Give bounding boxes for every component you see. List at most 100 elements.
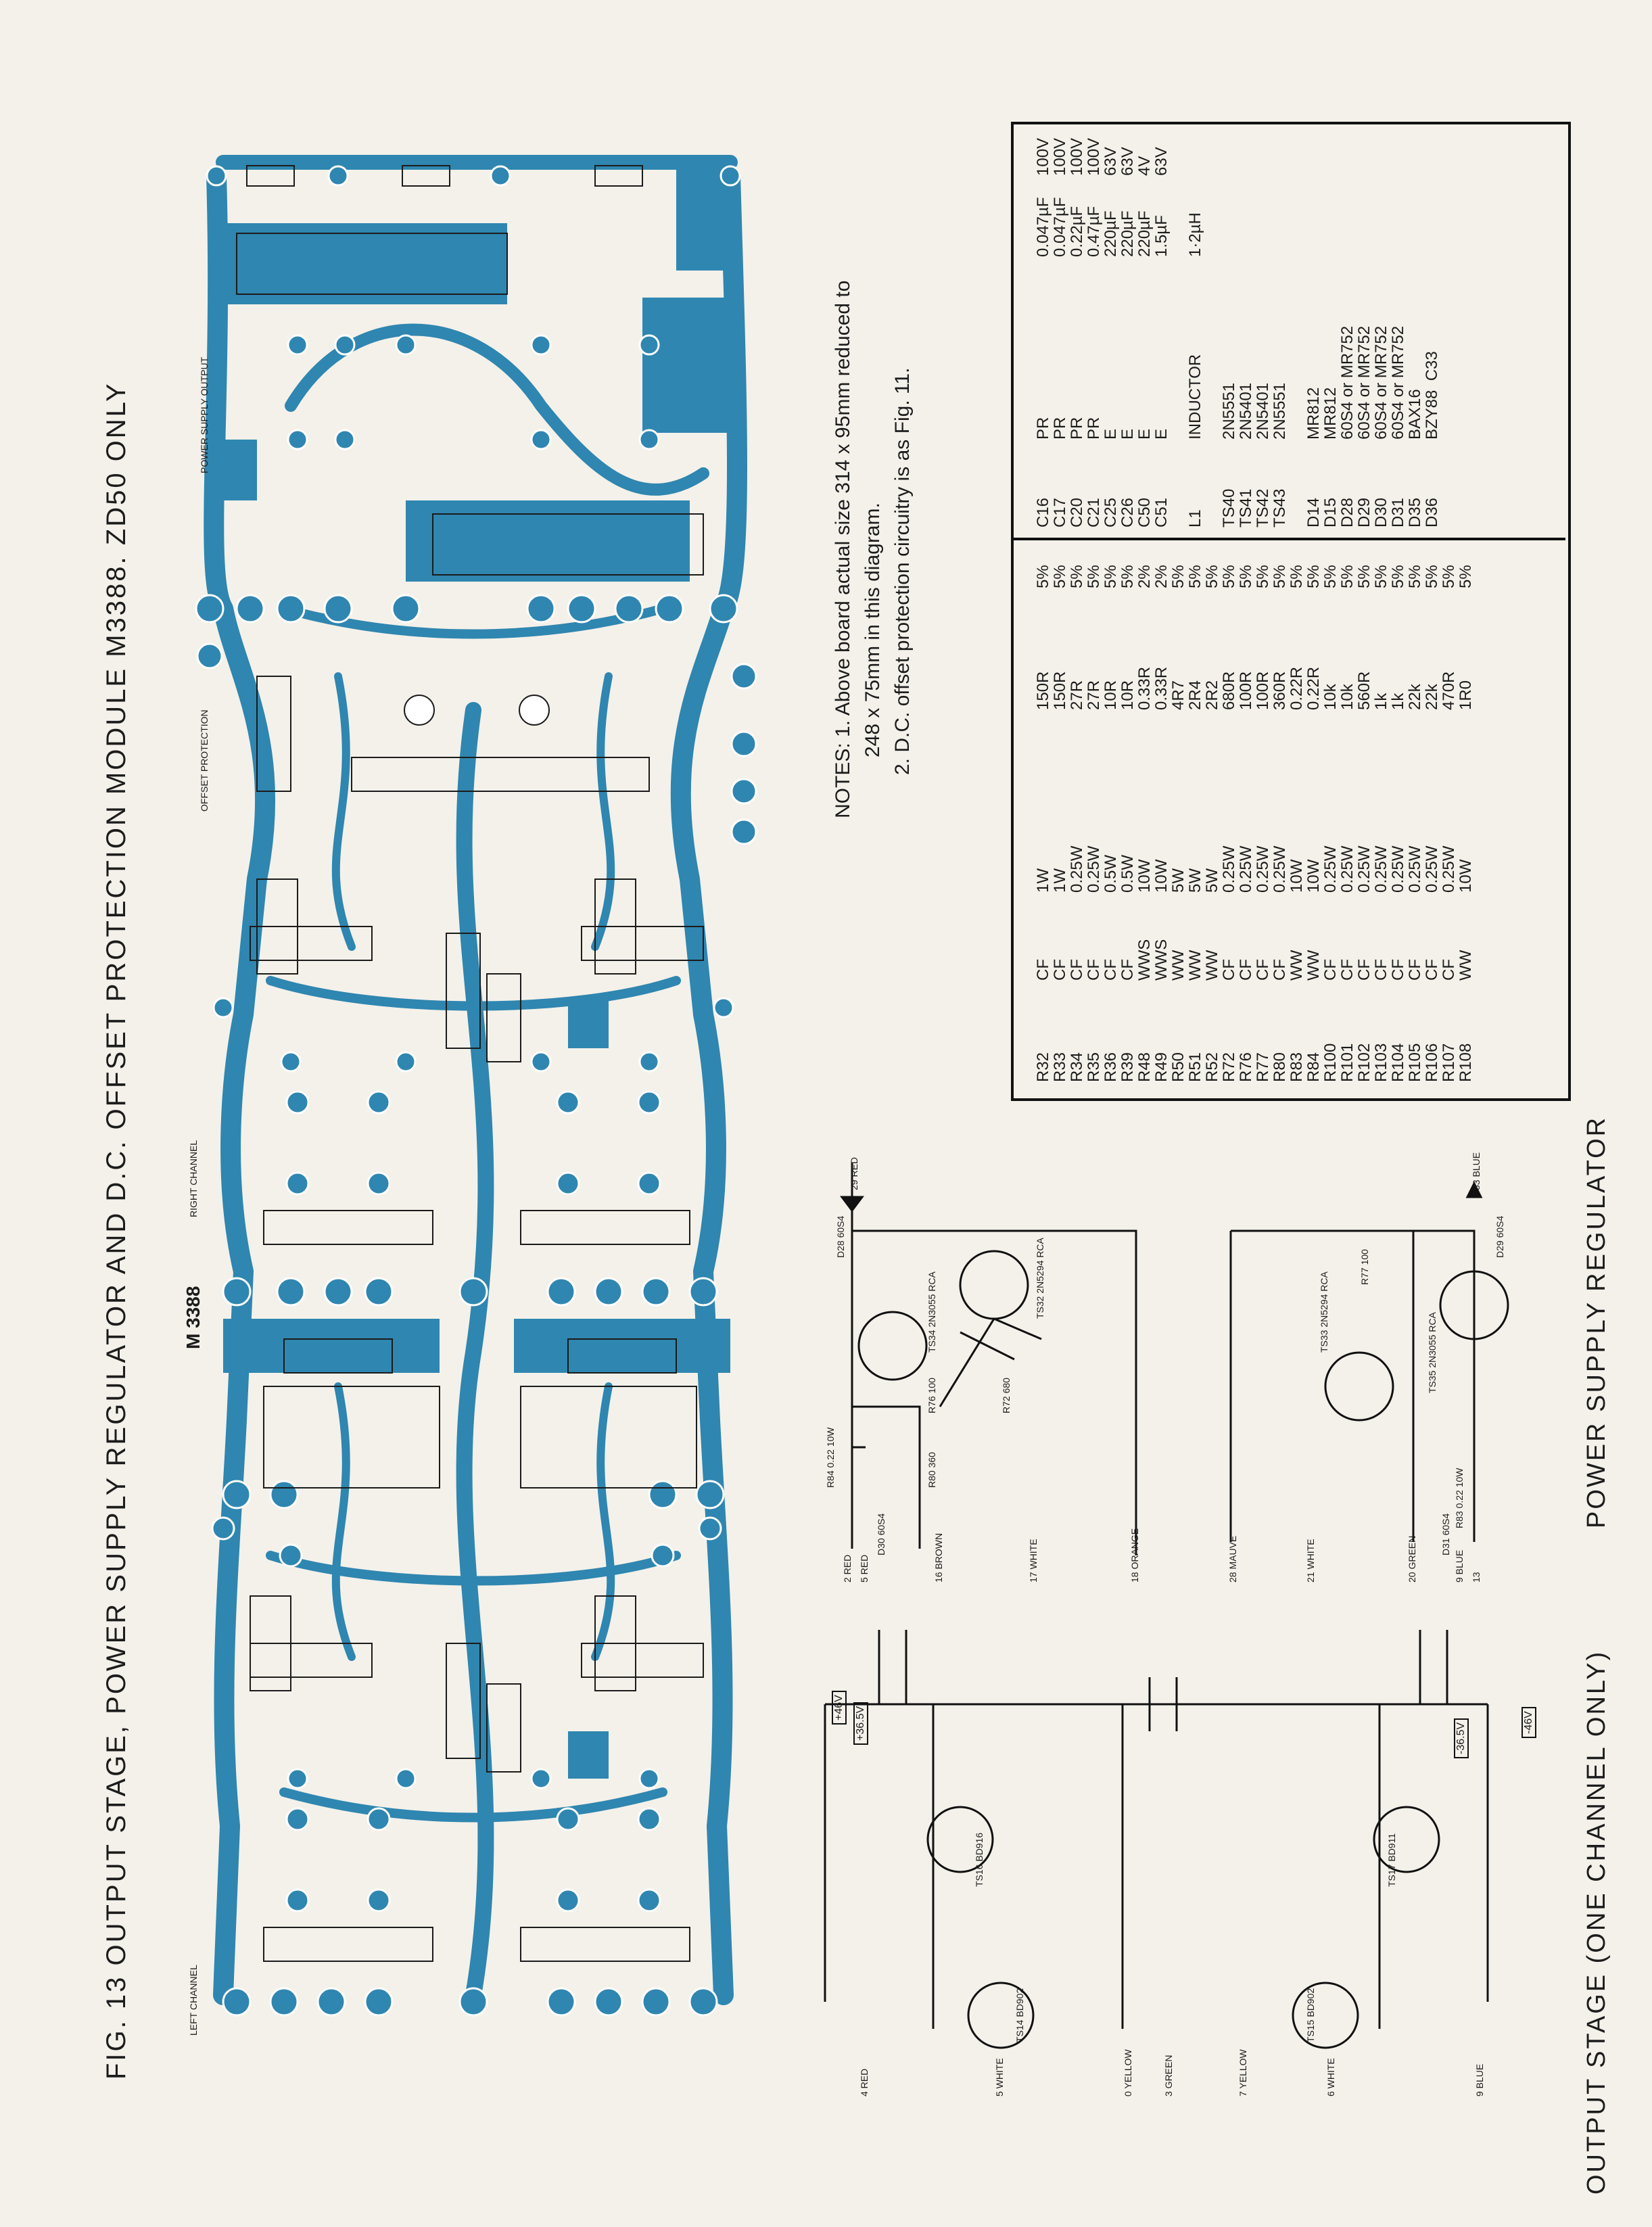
table-cell-value [1254, 197, 1271, 257]
table-cell-type: 60S4 or MR752 [1389, 325, 1407, 440]
table-cell-rating [1407, 138, 1423, 176]
table-cell-ref: R51 [1186, 1052, 1204, 1082]
table-cell-value [1373, 197, 1390, 257]
table-cell-ref: C50 [1135, 497, 1154, 528]
table-cell-tolerance: 5% [1220, 565, 1238, 588]
table-cell-tolerance: 5% [1203, 565, 1221, 588]
table-cell-power: 0.25W [1085, 845, 1103, 893]
table-cell-type: CF [1051, 959, 1069, 981]
table-cell-type: CF [1389, 959, 1407, 981]
caption-output-stage: OUTPUT STAGE (ONE CHANNEL ONLY) [1582, 1649, 1611, 2195]
table-cell-type: WW [1304, 950, 1323, 981]
table-cell-value [1271, 197, 1288, 257]
table-cell-value: 4R7 [1169, 680, 1187, 710]
table-cell-type: MR812 [1321, 387, 1340, 440]
table-cell-value: 10R [1118, 680, 1137, 710]
table-cell-type: 60S4 or MR752 [1372, 325, 1390, 440]
table-cell-type: MR812 [1304, 387, 1323, 440]
table-cell-power: 0.25W [1254, 845, 1272, 893]
table-cell-type: 60S4 or MR752 [1338, 325, 1356, 440]
table-cell-rating [1254, 138, 1271, 176]
table-cell-tolerance: 5% [1237, 565, 1255, 588]
table-cell-power: 1W [1051, 868, 1069, 893]
table-cell-type: PR [1051, 417, 1069, 440]
table-cell-power: 0.5W [1102, 854, 1120, 893]
table-cell-power: 0.25W [1389, 845, 1407, 893]
table-cell-power: 1W [1034, 868, 1052, 893]
label-d28: D28 60S4 [835, 1215, 846, 1258]
out-pin-1: 4 RED [859, 2068, 870, 2096]
table-cell-ref: L1 [1186, 509, 1204, 528]
table-cell-ref: R103 [1372, 1043, 1390, 1082]
table-cell-ref: R101 [1338, 1043, 1356, 1082]
table-cell-type: WW [1288, 950, 1306, 981]
table-cell-ref: R100 [1321, 1043, 1340, 1082]
table-cell-value: 360R [1271, 671, 1289, 710]
table-cell-value: 220µF [1118, 210, 1137, 257]
table-cell-tolerance: 5% [1372, 565, 1390, 588]
table-cell-value: 22k [1406, 684, 1424, 710]
table-cell-ref [1204, 489, 1221, 528]
table-cell-ref: C51 [1152, 497, 1171, 528]
table-cell-ref: D28 [1338, 497, 1356, 528]
out-pin-3: 0 YELLOW [1123, 2049, 1133, 2096]
table-cell-value: 470R [1440, 671, 1458, 710]
table-cell-rating: 100V [1068, 137, 1086, 176]
table-cell-value: 100R [1254, 671, 1272, 710]
table-cell-ref: R102 [1355, 1043, 1373, 1082]
table-cell-tolerance: 5% [1406, 565, 1424, 588]
table-cell-ref: R108 [1457, 1043, 1475, 1082]
table-cell-power: 0.25W [1271, 845, 1289, 893]
table-cell-ref: R72 [1220, 1052, 1238, 1082]
table-cell-ref: R33 [1051, 1052, 1069, 1082]
label-ts15: TS15 BD902 [1305, 1988, 1316, 2042]
table-cell-type: WWS [1152, 939, 1171, 981]
table-cell-value: 0.47µF [1085, 206, 1103, 257]
table-cell-value: 1k [1389, 693, 1407, 710]
note-line-3: 2. D.C. offset protection circuitry is a… [891, 367, 914, 775]
table-cell-ref: D29 [1355, 497, 1373, 528]
table-cell-type: E [1135, 428, 1154, 440]
table-cell-type: 60S4 or MR752 [1355, 325, 1373, 440]
table-cell-type: CF [1406, 959, 1424, 981]
table-cell-tolerance: 5% [1102, 565, 1120, 588]
table-cell-value: 560R [1355, 671, 1373, 710]
table-cell-rating [1339, 138, 1356, 176]
table-cell-tolerance: 5% [1288, 565, 1306, 588]
label-ts33: TS33 2N5294 RCA [1319, 1271, 1329, 1353]
out-pin-4: 3 GREEN [1163, 2055, 1174, 2096]
table-cell-type: E [1152, 428, 1171, 440]
table-cell-value: 1R0 [1457, 680, 1475, 710]
table-cell-ref: R104 [1389, 1043, 1407, 1082]
resistor-col-tol: 5%5%5%5%5%5%2%2%5%5%5%5%5%5%5%5%5%5%5%5%… [1034, 565, 1475, 588]
table-cell-power: 0.25W [1406, 845, 1424, 893]
table-cell-power: 0.25W [1321, 845, 1340, 893]
table-cell-value: 10R [1102, 680, 1120, 710]
table-cell-power: 0.5W [1118, 854, 1137, 893]
table-cell-ref: TS42 [1254, 488, 1272, 528]
table-cell-type: WW [1203, 950, 1221, 981]
table-cell-value [1288, 197, 1305, 257]
table-cell-ref: R80 [1271, 1052, 1289, 1082]
table-cell-value: 0.22µF [1068, 206, 1086, 257]
table-cell-type: 2N5401 [1254, 382, 1272, 440]
table-cell-rating [1288, 138, 1305, 176]
table-cell-rating: 63V [1102, 147, 1120, 176]
table-cell-power: 10W [1304, 859, 1323, 893]
table-cell-rating [1423, 138, 1440, 176]
table-cell-ref: C16 [1034, 497, 1052, 528]
table-cell-type: CF [1271, 959, 1289, 981]
table-cell-value [1322, 197, 1339, 257]
table-cell-type [1170, 326, 1187, 440]
label-ts34: TS34 2N3055 RCA [926, 1271, 937, 1353]
label-r83: R83 0.22 10W [1454, 1468, 1465, 1529]
table-cell-ref: R52 [1203, 1052, 1221, 1082]
table-cell-rating [1271, 138, 1288, 176]
table-cell-type [1204, 326, 1221, 440]
notes-block: NOTES: 1. Above board actual size 314 x … [828, 281, 918, 818]
table-cell-ref: R105 [1406, 1043, 1424, 1082]
